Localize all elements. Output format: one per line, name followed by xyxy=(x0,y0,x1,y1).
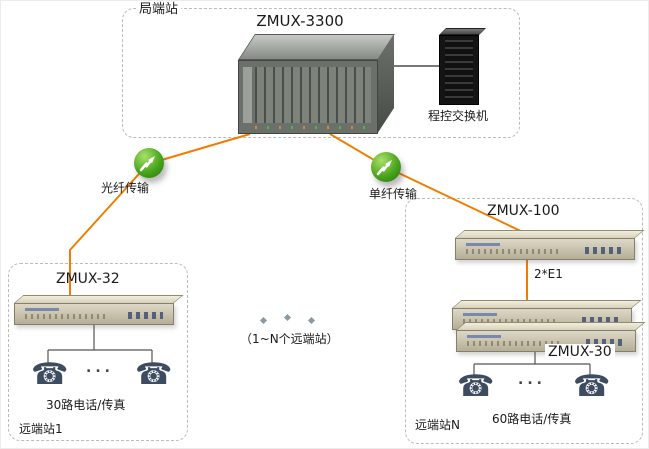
continuation-dot xyxy=(283,313,292,322)
device-ports xyxy=(584,247,624,254)
device-ports xyxy=(581,317,621,324)
pbx-switch-cabinet xyxy=(439,28,486,105)
zmux-32-label: ZMUX-32 xyxy=(56,271,120,287)
zmux-100-label: ZMUX-100 xyxy=(487,203,560,219)
device-brand-mark xyxy=(467,335,501,338)
device-top-face xyxy=(456,322,646,330)
device-ports xyxy=(585,339,625,346)
zmux-3300-chassis xyxy=(238,34,395,134)
chassis-side-face xyxy=(377,34,394,134)
pbx-switch-label: 程控交换机 xyxy=(428,109,489,123)
zmux-3300-label: ZMUX-3300 xyxy=(256,12,344,30)
chassis-card-slots xyxy=(255,67,371,123)
phone-icon: ☎ xyxy=(31,357,69,392)
device-brand-mark xyxy=(466,243,500,246)
lightning-icon xyxy=(139,156,155,172)
remote-station-1-box xyxy=(8,263,188,441)
device-top-face xyxy=(455,230,645,238)
remote-station-n-label: 远端站N xyxy=(412,417,463,433)
zmux-100-device xyxy=(455,230,645,260)
device-vents xyxy=(467,341,560,346)
device-vents xyxy=(463,319,556,324)
central-office-box xyxy=(122,8,520,138)
device-top-face xyxy=(452,300,642,308)
device-brand-mark xyxy=(25,308,59,311)
remoteN-phones-label: 60路电话/传真 xyxy=(492,412,572,426)
remote1-phones-label: 30路电话/传真 xyxy=(46,398,126,412)
phone-icon: ☎ xyxy=(135,357,173,392)
fiber-flash-icon-left xyxy=(134,148,164,178)
device-vents xyxy=(466,249,559,254)
chassis-top-face xyxy=(238,34,395,60)
left-fiber-label: 光纤传输 xyxy=(101,181,150,195)
device-top-face xyxy=(14,295,184,303)
device-front-face xyxy=(455,238,635,260)
right-fiber-label: 单纤传输 xyxy=(369,187,418,201)
phone-icon: ☎ xyxy=(573,369,611,404)
chassis-led-row xyxy=(255,126,371,129)
chassis-control-panel xyxy=(243,67,252,123)
remote1-ellipsis: ... xyxy=(86,360,114,376)
zmux-32-device xyxy=(14,295,184,325)
device-vents xyxy=(25,314,108,319)
remoteN-ellipsis: ... xyxy=(518,372,546,388)
cabinet-top-face xyxy=(439,28,486,35)
device-brand-mark xyxy=(463,313,497,316)
central-office-label: 局端站 xyxy=(136,2,182,18)
device-ports xyxy=(128,312,163,319)
fiber-flash-icon-right xyxy=(371,152,401,182)
cabinet-front-face xyxy=(439,35,479,105)
continuation-dot xyxy=(307,316,316,325)
lightning-icon xyxy=(376,160,392,176)
chassis-front-face xyxy=(238,60,378,134)
e1-label: 2*E1 xyxy=(534,267,563,281)
phone-icon: ☎ xyxy=(457,369,495,404)
cabinet-rack-units xyxy=(445,40,473,100)
device-front-face xyxy=(14,303,174,325)
zmux-30-label: ZMUX-30 xyxy=(545,344,615,361)
remote-stations-note: （1~N个远端站） xyxy=(240,332,339,346)
remote-station-1-label: 远端站1 xyxy=(16,421,66,437)
continuation-dot xyxy=(259,316,268,325)
